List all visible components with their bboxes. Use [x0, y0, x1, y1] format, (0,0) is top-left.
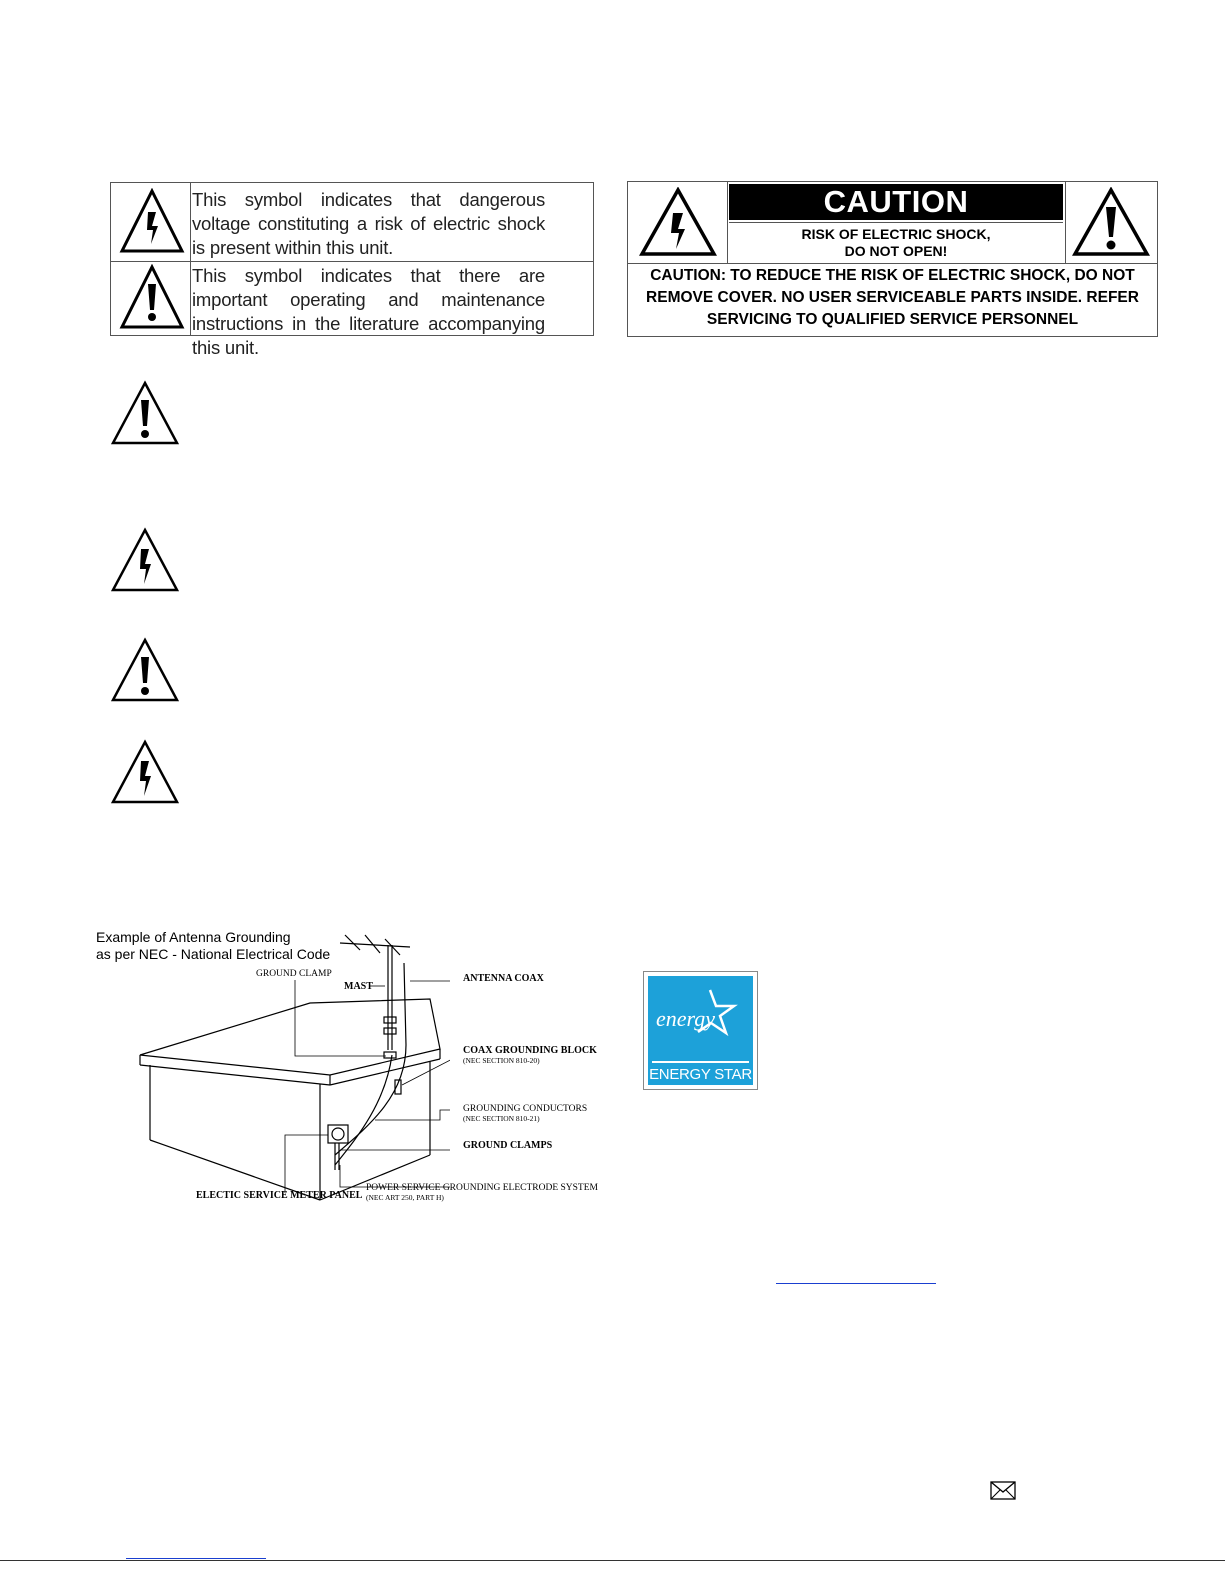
lightning-icon [110, 527, 180, 592]
antenna-diagram-caption: Example of Antenna Grounding as per NEC … [96, 929, 330, 963]
caution-body-line3: SERVICING TO QUALIFIED SERVICE PERSONNEL [706, 311, 1079, 328]
label-coax-block-text: COAX GROUNDING BLOCK [463, 1045, 597, 1056]
label-antenna-coax: ANTENNA COAX [463, 974, 544, 984]
label-power-service: POWER SERVICE GROUNDING ELECTRODE SYSTEM… [366, 1183, 598, 1203]
label-ground-clamp: GROUND CLAMP [256, 969, 332, 979]
exclamation-icon [119, 264, 185, 329]
energy-star-label: ENERGY STAR [649, 1066, 752, 1083]
caution-label-header: CAUTION RISK OF ELECTRIC SHOCK, DO NOT O… [628, 182, 1157, 264]
energy-script: energy [656, 1006, 715, 1031]
label-antenna-coax-text: ANTENNA COAX [463, 973, 544, 984]
exclamation-icon [110, 380, 180, 445]
label-meter-panel: ELECTIC SERVICE METER PANEL [196, 1191, 362, 1201]
hyperlink-underline[interactable] [776, 1283, 936, 1284]
caution-body-line2: REMOVE COVER. NO USER SERVICEABLE PARTS … [646, 289, 1139, 306]
caution-banner: CAUTION [729, 184, 1063, 220]
house-antenna-drawing [139, 934, 450, 1201]
instructions-symbol-row: This symbol indicates that there are imp… [111, 261, 593, 358]
label-grounding-conductors-text: GROUNDING CONDUCTORS [463, 1104, 588, 1114]
label-grounding-conductors-sub: (NEC SECTION 810-21) [463, 1114, 540, 1123]
caution-body-line1: CAUTION: TO REDUCE THE RISK OF ELECTRIC … [650, 267, 1135, 284]
lightning-icon [110, 739, 180, 804]
instructions-symbol-text: This symbol indicates that there are imp… [192, 265, 545, 358]
caution-left-cell [628, 182, 728, 263]
footer-hyperlink-underline[interactable] [126, 1558, 266, 1559]
label-mast-text: MAST [344, 981, 373, 992]
voltage-symbol-row: This symbol indicates that dangerous vol… [111, 183, 593, 262]
caution-sub-line1: RISK OF ELECTRIC SHOCK, [801, 226, 991, 242]
caution-sub-line2: DO NOT OPEN! [844, 243, 948, 259]
label-power-service-sub: (NEC ART 250, PART H) [366, 1193, 444, 1202]
caption-line1: Example of Antenna Grounding [96, 929, 291, 945]
divider [190, 183, 191, 335]
caption-line2: as per NEC - National Electrical Code [96, 946, 331, 962]
label-ground-clamps-text: GROUND CLAMPS [463, 1140, 553, 1151]
energy-star-logo: energy ENERGY STAR [643, 971, 758, 1090]
label-mast: MAST [344, 982, 373, 992]
caution-label: CAUTION RISK OF ELECTRIC SHOCK, DO NOT O… [627, 181, 1158, 337]
label-meter-panel-text: ELECTIC SERVICE METER PANEL [196, 1190, 363, 1201]
caution-right-cell [1065, 182, 1157, 263]
energy-star-icon: energy [656, 989, 738, 1037]
label-coax-block-sub: (NEC SECTION 810-20) [463, 1056, 540, 1065]
footer-rule [0, 1560, 1225, 1561]
exclamation-icon [1072, 187, 1150, 256]
mail-icon[interactable] [990, 1481, 1016, 1500]
voltage-symbol-text: This symbol indicates that dangerous vol… [192, 189, 545, 258]
energy-star-divider [652, 1061, 749, 1063]
caution-subtext: RISK OF ELECTRIC SHOCK, DO NOT OPEN! [729, 222, 1063, 263]
exclamation-icon [110, 637, 180, 702]
label-power-service-text: POWER SERVICE GROUNDING ELECTRODE SYSTEM [366, 1183, 598, 1193]
lightning-icon [119, 188, 185, 253]
symbol-explanation-box: This symbol indicates that dangerous vol… [110, 182, 594, 358]
label-ground-clamps: GROUND CLAMPS [463, 1141, 552, 1151]
caution-body: CAUTION: TO REDUCE THE RISK OF ELECTRIC … [628, 265, 1157, 331]
lightning-icon [639, 187, 717, 256]
label-coax-grounding-block: COAX GROUNDING BLOCK (NEC SECTION 810-20… [463, 1046, 597, 1066]
label-grounding-conductors: GROUNDING CONDUCTORS (NEC SECTION 810-21… [463, 1104, 587, 1124]
